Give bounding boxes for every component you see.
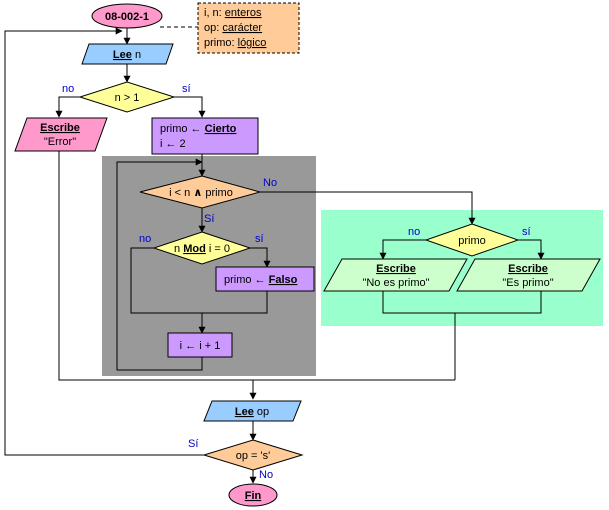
svg-text:i, n: enteros: i, n: enteros xyxy=(204,7,262,19)
write-error-keyword: Escribe xyxy=(40,122,80,134)
svg-text:Lee op: Lee op xyxy=(235,406,269,418)
label-op-no: No xyxy=(259,469,273,481)
write-prime-node: Escribe "Es primo" xyxy=(456,258,601,292)
svg-text:i < n ∧ primo: i < n ∧ primo xyxy=(169,187,233,199)
label-loop-yes: Sí xyxy=(204,213,214,225)
edge-primo-yes xyxy=(518,239,545,260)
label-primo-yes: sí xyxy=(522,226,531,238)
loop-cond-op: ∧ xyxy=(193,187,202,199)
decision-n-gt-1-text: n > 1 xyxy=(115,92,140,104)
edge-loop-no xyxy=(260,191,476,225)
set-false-process: primo ← Falso xyxy=(215,266,315,292)
write-prime-keyword: Escribe xyxy=(508,263,548,275)
decision-op-text: op = 's' xyxy=(236,450,270,462)
label-loop-no: No xyxy=(263,177,277,189)
label-op-yes: Sí xyxy=(188,438,198,450)
write-error-node: Escribe "Error" xyxy=(14,117,108,152)
init-line1-value: Cierto xyxy=(205,123,237,135)
mod-cond-suffix: i = 0 xyxy=(206,243,230,255)
edge-false-join xyxy=(202,291,268,314)
edge-results-join xyxy=(382,291,542,314)
read-n-keyword: Lee xyxy=(113,49,132,61)
start-label: 08-002-1 xyxy=(105,11,149,23)
read-n-arg: n xyxy=(132,49,141,61)
label-primo-no: no xyxy=(408,226,420,238)
start-terminal: 08-002-1 xyxy=(91,3,163,29)
svg-text:primo ← Falso: primo ← Falso xyxy=(224,274,298,286)
set-false-prefix: primo ← xyxy=(224,274,269,286)
set-false-value: Falso xyxy=(269,274,298,286)
init-line1-prefix: primo ← xyxy=(160,123,205,135)
mod-cond-keyword: Mod xyxy=(183,243,206,255)
read-op-keyword: Lee xyxy=(235,406,254,418)
decl-line2-vars: op: xyxy=(204,22,222,34)
edge-error-join xyxy=(58,151,455,381)
end-label: Fin xyxy=(245,490,262,502)
label-mod-yes: sí xyxy=(255,233,264,245)
label-n-gt-1-no: no xyxy=(62,83,74,95)
write-error-arg: "Error" xyxy=(44,136,76,148)
read-n-node: Lee n xyxy=(81,43,174,65)
edge-mod-no xyxy=(130,247,202,314)
svg-text:op: carácter: op: carácter xyxy=(204,22,262,34)
loop-cond-text-a: i < n xyxy=(169,187,193,199)
label-mod-no: no xyxy=(139,233,151,245)
decl-line1-type: enteros xyxy=(225,7,262,19)
svg-text:Lee n: Lee n xyxy=(113,49,141,61)
edge-cond-no xyxy=(55,96,80,118)
read-op-node: Lee op xyxy=(203,400,302,422)
write-prime-arg: "Es primo" xyxy=(502,277,553,289)
decision-loop: i < n ∧ primo xyxy=(139,175,262,209)
decision-primo-text: primo xyxy=(458,235,486,247)
decision-primo: primo xyxy=(424,223,520,257)
mod-cond-prefix: n xyxy=(174,243,183,255)
edge-primo-no xyxy=(379,239,426,260)
write-not-prime-keyword: Escribe xyxy=(376,263,416,275)
increment-process: i ← i + 1 xyxy=(167,332,233,358)
svg-text:primo: lógico: primo: lógico xyxy=(204,37,266,49)
init-line2: i ← 2 xyxy=(160,138,186,150)
loop-cond-text-b: primo xyxy=(202,187,233,199)
declarations-box: i, n: enteros op: carácter primo: lógico xyxy=(197,2,300,54)
write-not-prime-node: Escribe "No es primo" xyxy=(323,258,468,292)
edge-op-yes xyxy=(4,27,204,456)
decl-line3-type: lógico xyxy=(238,37,267,49)
edge-mod-yes xyxy=(250,247,271,268)
label-n-gt-1-yes: sí xyxy=(182,83,191,95)
edge-loop-back xyxy=(116,158,203,371)
init-process: primo ← Cierto i ← 2 xyxy=(151,117,259,155)
decision-n-gt-1: n > 1 xyxy=(78,81,176,113)
svg-text:primo ← Cierto: primo ← Cierto xyxy=(160,123,237,135)
write-not-prime-arg: "No es primo" xyxy=(362,277,429,289)
read-op-arg: op xyxy=(254,406,269,418)
decl-line1-vars: i, n: xyxy=(204,7,225,19)
decl-line3-vars: primo: xyxy=(204,37,238,49)
decision-mod: n Mod i = 0 xyxy=(152,231,252,265)
svg-text:n Mod i = 0: n Mod i = 0 xyxy=(174,243,230,255)
end-terminal: Fin xyxy=(228,483,278,507)
decl-line2-type: carácter xyxy=(222,22,262,34)
increment-text: i ← i + 1 xyxy=(180,340,221,352)
edge-cond-yes xyxy=(174,96,206,118)
decision-op: op = 's' xyxy=(202,439,304,471)
